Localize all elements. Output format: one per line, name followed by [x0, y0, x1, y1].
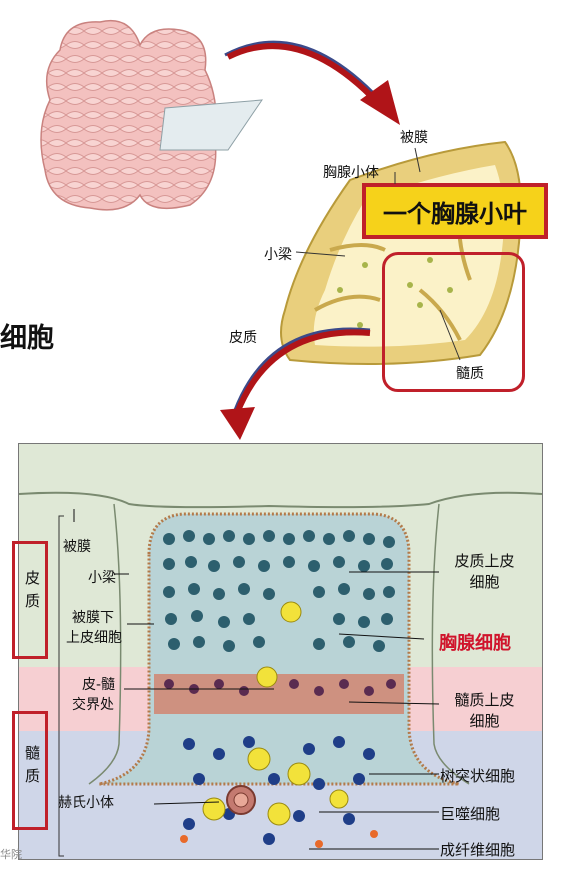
- label-thymic-body-top: 胸腺小体: [323, 165, 379, 181]
- cortex-region-label: 皮质: [23, 570, 41, 616]
- label-medulla-top: 髓质: [456, 366, 484, 382]
- label-capsule-top: 被膜: [400, 130, 428, 146]
- medulla-region-label: 髓质: [23, 745, 41, 791]
- label-subcapsular-epithelial-1: 被膜下: [72, 610, 114, 626]
- label-dendritic-cell: 树突状细胞: [440, 767, 516, 785]
- label-macrophage: 巨噬细胞: [440, 805, 501, 823]
- label-hassall-body: 赫氏小体: [58, 795, 114, 811]
- label-fibroblast: 成纤维细胞: [440, 841, 516, 859]
- label-trabecula: 小梁: [88, 570, 116, 586]
- arrow-to-lobule: [224, 40, 400, 125]
- lobule-title-box: 一个胸腺小叶: [362, 183, 548, 239]
- label-cortical-epithelial: 皮质上皮 细胞: [454, 552, 515, 591]
- label-capsule: 被膜: [63, 539, 91, 555]
- label-corticomedullary-2: 交界处: [72, 697, 114, 713]
- cortex-region-box: [12, 541, 48, 659]
- label-corticomedullary-1: 皮-髓: [82, 677, 116, 693]
- arrow-to-section: [220, 327, 371, 440]
- label-subcapsular-epithelial-2: 上皮细胞: [66, 630, 122, 646]
- left-heading: 细胞: [0, 323, 54, 354]
- top-leader-lines: [295, 147, 461, 361]
- thymus-organ-illustration: [40, 20, 264, 211]
- medulla-highlight-box: [382, 252, 525, 392]
- label-trabecula-top: 小梁: [264, 247, 292, 263]
- lobule-title: 一个胸腺小叶: [383, 199, 527, 228]
- lobule-cross-section: [19, 491, 542, 857]
- watermark: 华院: [0, 848, 22, 861]
- label-thymocyte: 胸腺细胞: [439, 633, 511, 654]
- medulla-region-box: [12, 711, 48, 830]
- label-medullary-epithelial: 髓质上皮 细胞: [454, 691, 515, 730]
- label-cortex-top: 皮质: [229, 330, 257, 346]
